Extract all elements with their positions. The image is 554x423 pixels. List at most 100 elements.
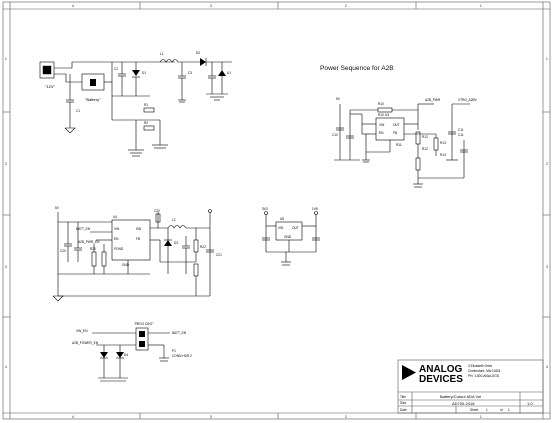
svg-text:FB: FB xyxy=(393,131,397,135)
reg-dig-title: "REG DIG" xyxy=(134,321,154,326)
net-3v3: 3V3 xyxy=(262,207,268,211)
svg-text:L2: L2 xyxy=(172,218,176,222)
col-label-bottom-4: 4 xyxy=(72,415,74,419)
svg-text:R1: R1 xyxy=(144,103,148,107)
p1-ref: P1 xyxy=(172,349,176,353)
reg-dig-block: "REG DIG" VIN_EN A2B_POWER_EN D4 BATT_EN… xyxy=(72,321,192,382)
row-label-4: 4 xyxy=(5,365,7,369)
title-block: ANALOG DEVICES 3 Elizabeth Drive Chelmsf… xyxy=(397,359,544,414)
svg-text:C1: C1 xyxy=(76,109,80,113)
svg-text:FB: FB xyxy=(136,237,140,241)
power-sequence-block: Power Sequence for A2B 5V R10 A2B_PWR U3… xyxy=(320,65,478,188)
net-a2b-pwr-en: A2B_PWR_EN xyxy=(78,240,100,244)
svg-text:GND: GND xyxy=(122,263,130,267)
svg-text:EN: EN xyxy=(379,131,384,135)
revision: 1.0 xyxy=(527,401,533,406)
sheet-value: 1 xyxy=(486,408,488,412)
row-label-right-1: 1 xyxy=(546,57,548,61)
battery-input-block: "12V" "Battery" C1 C2 D1 R1 R2 xyxy=(39,51,232,157)
row-label-right-3: 3 xyxy=(546,265,548,269)
svg-text:R20: R20 xyxy=(90,247,96,251)
svg-text:VIN: VIN xyxy=(278,226,284,230)
net-5v: 5V xyxy=(336,97,341,101)
of-label: of xyxy=(500,408,503,412)
svg-text:GND: GND xyxy=(284,235,292,239)
svg-text:5V: 5V xyxy=(55,206,60,210)
adi-logo-icon xyxy=(402,365,416,380)
header-p1 xyxy=(135,327,149,351)
title-label: Title xyxy=(400,395,406,399)
battery-label: "Battery" xyxy=(85,97,101,102)
net-vin-en: VIN_EN xyxy=(76,329,88,333)
sequence-ic-u3 xyxy=(375,117,405,141)
u4-ref: U4 xyxy=(113,215,117,219)
svg-text:L1: L1 xyxy=(160,52,164,56)
svg-text:R13: R13 xyxy=(440,141,446,145)
col-label-1: 1 xyxy=(480,4,482,8)
connector-label: "12V" xyxy=(45,84,56,89)
u5-ref: U5 xyxy=(280,217,284,221)
svg-text:SW: SW xyxy=(136,227,141,231)
svg-text:OUT: OUT xyxy=(292,226,299,230)
title-value: Battery/Cutout ADA Vol xyxy=(440,394,481,399)
svg-text:C3: C3 xyxy=(188,71,192,75)
svg-text:C20: C20 xyxy=(60,249,66,253)
col-label-4: 4 xyxy=(72,4,74,8)
svg-text:VIN: VIN xyxy=(114,227,120,231)
sequence-part-ref: R11 xyxy=(396,143,402,147)
svg-text:R22: R22 xyxy=(200,245,206,249)
row-label-right-4: 4 xyxy=(546,365,548,369)
zone-labels: 1 2 3 4 1 2 3 4 1 2 3 4 1 2 3 4 xyxy=(5,4,548,419)
svg-text:D1: D1 xyxy=(142,71,146,75)
sheet-label: Sheet xyxy=(470,408,478,412)
row-label-3: 3 xyxy=(5,265,7,269)
net-a2b-pwr: A2B_PWR xyxy=(425,98,441,102)
sequence-part-ref: R12 xyxy=(422,147,428,151)
address-line-3: PH: 1-800-ANALOGD xyxy=(468,374,500,378)
p1-desc: CONN HDR 2 xyxy=(172,354,192,358)
row-label-2: 2 xyxy=(5,162,7,166)
svg-text:R10: R10 xyxy=(378,102,384,106)
sequence-part-ref: R10 xyxy=(378,113,384,117)
address-line-1: 3 Elizabeth Drive xyxy=(468,364,492,368)
company-line-1: ANALOG xyxy=(419,364,463,375)
net-1v8: 1V8 xyxy=(312,207,318,211)
doc-number: AD700-2418 xyxy=(452,401,475,406)
sequence-part-ref: R13 xyxy=(440,153,446,157)
row-label-right-2: 2 xyxy=(546,162,548,166)
col-label-bottom-2: 2 xyxy=(345,415,347,419)
regulator-block: 5V U4 VIN EN PGND SW FB GND BATT_EN A2B_… xyxy=(52,206,222,302)
col-label-bottom-3: 3 xyxy=(210,415,212,419)
net-a2b-power-en: A2B_POWER_EN xyxy=(72,341,99,345)
ldo-block: 3V3 U5 VIN OUT GND 1V8 xyxy=(262,207,320,266)
svg-text:C21: C21 xyxy=(216,253,222,257)
net-batt-en: BATT_EN xyxy=(76,227,91,231)
dc-jack-connector xyxy=(39,61,55,79)
size-label: Size xyxy=(400,401,406,405)
svg-text:EN: EN xyxy=(114,237,119,241)
sequence-part-ref: C10 xyxy=(332,133,338,137)
net-batt-en-2: BATT_EN xyxy=(172,331,187,335)
address-line-2: Chelmsford, MA 01824 xyxy=(468,369,501,373)
net-vtrg: VTRG_A2BV xyxy=(458,98,478,102)
power-sequence-title: Power Sequence for A2B xyxy=(320,65,394,72)
col-label-3: 3 xyxy=(210,4,212,8)
svg-text:VIN: VIN xyxy=(379,123,385,127)
svg-text:D3: D3 xyxy=(174,241,178,245)
svg-text:C2: C2 xyxy=(114,67,118,71)
svg-text:C22: C22 xyxy=(154,209,160,213)
sequence-part-ref: C11 xyxy=(458,133,464,137)
svg-text:PGND: PGND xyxy=(114,247,124,251)
svg-text:D4: D4 xyxy=(124,353,128,357)
col-label-2: 2 xyxy=(345,4,347,8)
of-value: 1 xyxy=(508,408,510,412)
svg-text:D2: D2 xyxy=(196,51,200,55)
row-label-1: 1 xyxy=(5,57,7,61)
svg-text:R12: R12 xyxy=(422,135,428,139)
svg-text:C11: C11 xyxy=(458,128,464,132)
u3-ref: U3 xyxy=(385,113,389,117)
svg-text:U1: U1 xyxy=(227,71,231,75)
company-line-2: DEVICES xyxy=(419,374,463,385)
